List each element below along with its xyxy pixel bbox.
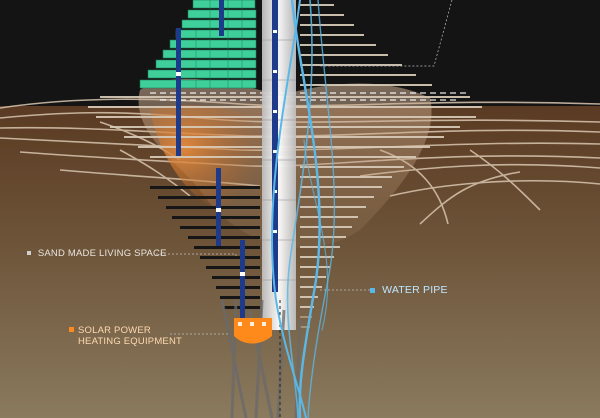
square-bullet-icon [370,287,375,293]
square-bullet-icon [27,251,31,256]
label-sand-made-living-space: SAND MADE LIVING SPACE [27,248,167,259]
solar-heating-equipment [234,318,272,344]
central-core [262,0,296,330]
solar-text-line2: HEATING EQUIPMENT [78,336,183,347]
column-joints [176,30,277,276]
solar-text-line1: SOLAR POWER [78,325,151,336]
water-pipes [271,0,336,418]
label-solar-power: SOLAR POWER HEATING EQUIPMENT [69,325,182,347]
label-water-pipe: WATER PIPE [370,284,448,296]
living-space-text: SAND MADE LIVING SPACE [37,248,167,259]
square-bullet-icon [69,326,74,332]
blue-columns [176,0,278,326]
lower-sand-slabs [300,316,312,328]
core-panels [262,39,296,281]
water-pipe-text: WATER PIPE [382,284,448,296]
callout-leaders [156,0,453,335]
